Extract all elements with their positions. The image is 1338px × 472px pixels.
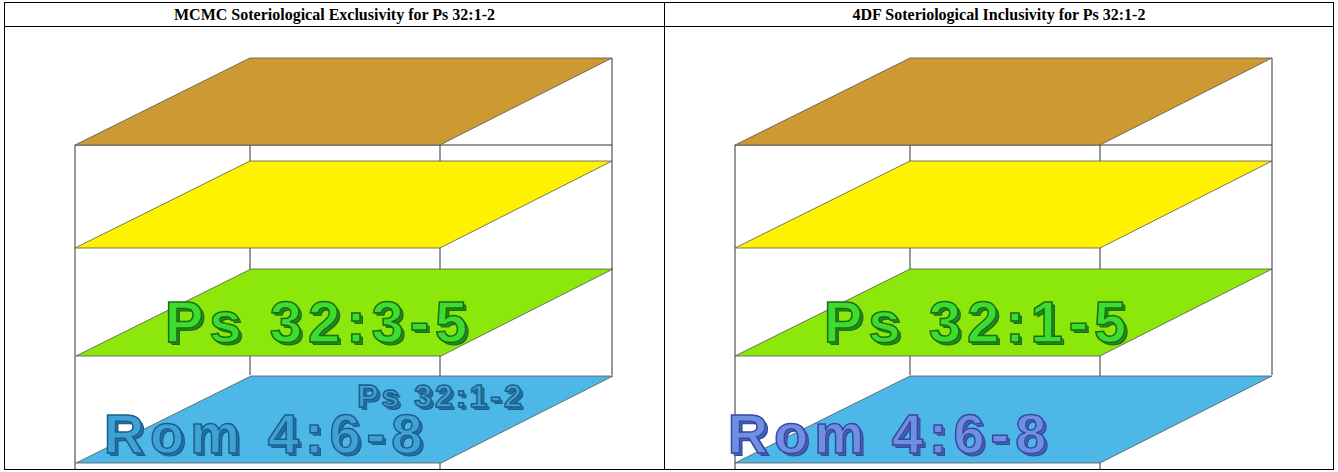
layer-label: Rom 4:6-8 [104,406,429,462]
panel-heading: MCMC Soteriological Exclusivity for Ps 3… [5,3,664,27]
plane-shape [735,269,1272,356]
frame-edge [440,145,612,146]
plane-shape [76,269,613,356]
panel-cell: MCMC Soteriological Exclusivity for Ps 3… [4,2,665,470]
frame-edge [612,58,613,375]
yellow-plane [735,161,1272,248]
layer-label: Ps 32:3-5 [165,293,474,351]
yellow-plane [75,161,612,248]
box-wireframe [75,58,1272,470]
plane-shape [76,376,613,463]
brown-plane [75,58,612,145]
layer-plane: Rom 4:6-8 [735,376,1272,463]
frame-edge [1100,145,1272,146]
layer-plane: Ps 32:3-5 [76,269,613,356]
frame-edge [1272,58,1273,375]
panel-cell: 4DF Soteriological Inclusivity for Ps 32… [665,2,1334,470]
layer-label: Rom 4:6-8 [728,406,1053,462]
upper-planes [75,58,1272,248]
layer-plane: Ps 32:1-2Rom 4:6-8 [76,376,613,463]
layer-plane: Ps 32:1-5 [735,269,1272,356]
frame-edge [75,145,76,470]
panel-heading: 4DF Soteriological Inclusivity for Ps 32… [665,3,1333,27]
layer-label: Ps 32:1-5 [824,293,1133,351]
brown-plane [735,58,1272,145]
